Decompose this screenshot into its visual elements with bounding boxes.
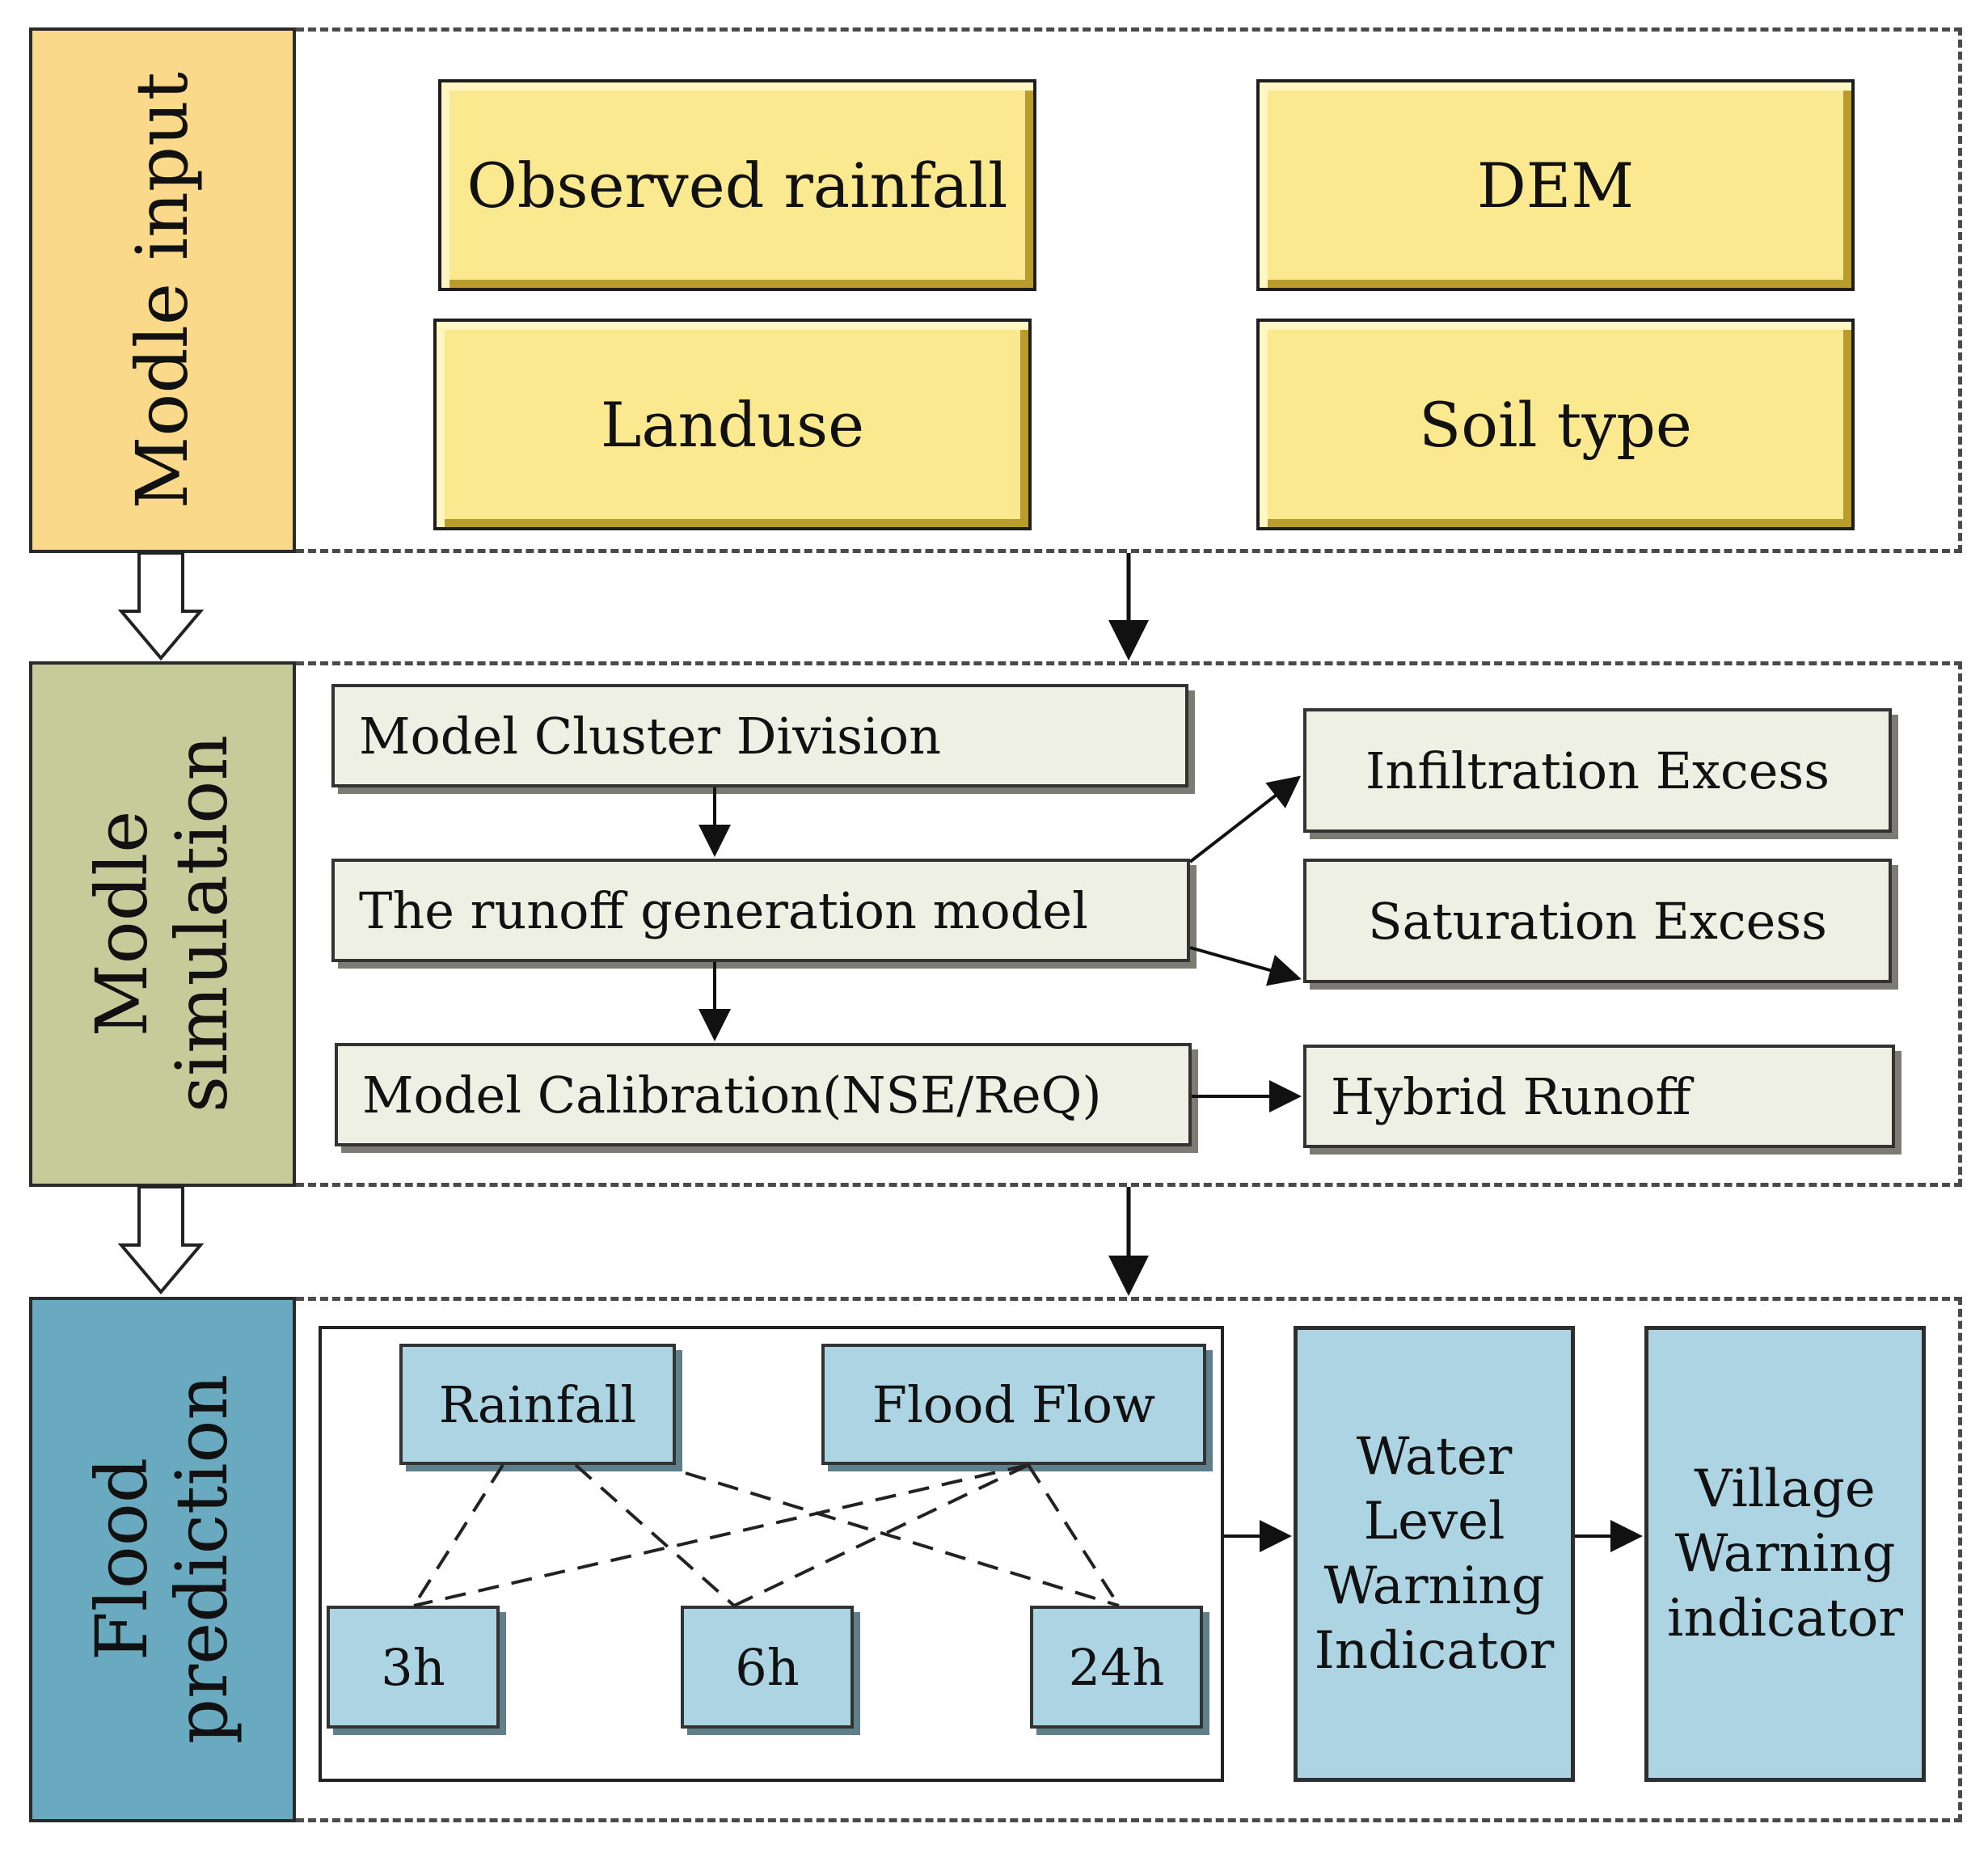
simulation-section-frame xyxy=(296,661,1962,1187)
section-label-flood-prediction: Flood prediction xyxy=(29,1297,296,1822)
section-label-model-input: Modle input xyxy=(29,27,296,553)
flood-flow-label: Flood Flow xyxy=(872,1374,1156,1434)
soil-type-label: Soil type xyxy=(1419,388,1692,461)
input-section-frame xyxy=(296,27,1962,553)
dashed-flood-to-24h xyxy=(1027,1463,1121,1607)
dem-box: DEM xyxy=(1256,79,1855,291)
lead-time-3h-label: 3h xyxy=(381,1637,445,1697)
landuse-label: Landuse xyxy=(600,388,865,461)
dashed-flood-to-6h xyxy=(733,1463,1029,1607)
infiltration-excess-box: Infiltration Excess xyxy=(1303,708,1892,833)
calibration-box: Model Calibration(NSE/ReQ) xyxy=(335,1043,1192,1146)
cluster-division-box: Model Cluster Division xyxy=(331,684,1188,787)
saturation-excess-label: Saturation Excess xyxy=(1368,891,1827,951)
village-warning-indicator-box: Village Warning indicator xyxy=(1644,1326,1926,1782)
water-level-warning-indicator-box: Water Level Warning Indicator xyxy=(1294,1326,1575,1782)
lead-time-3h-box: 3h xyxy=(327,1606,500,1729)
dem-label: DEM xyxy=(1476,149,1635,222)
rainfall-box: Rainfall xyxy=(399,1344,676,1465)
section-label-model-simulation: Modle simulation xyxy=(29,661,296,1187)
lead-time-6h-box: 6h xyxy=(681,1606,854,1729)
observed-rainfall-label: Observed rainfall xyxy=(466,149,1008,222)
rainfall-label: Rainfall xyxy=(438,1374,637,1434)
infiltration-excess-label: Infiltration Excess xyxy=(1365,741,1830,800)
calibration-label: Model Calibration(NSE/ReQ) xyxy=(362,1065,1102,1125)
runoff-model-label: The runoff generation model xyxy=(359,880,1088,940)
dashed-flood-to-3h xyxy=(413,1463,1029,1607)
landuse-box: Landuse xyxy=(433,319,1032,530)
observed-rainfall-box: Observed rainfall xyxy=(438,79,1036,291)
lead-time-6h-label: 6h xyxy=(735,1637,800,1697)
arrow-runoff-to-saturation xyxy=(1189,946,1302,986)
dashed-rainfall-to-24h xyxy=(685,1471,1120,1607)
runoff-model-box: The runoff generation model xyxy=(331,859,1190,962)
cluster-division-label: Model Cluster Division xyxy=(359,706,941,766)
arrow-runoff-to-infiltration xyxy=(1188,775,1302,863)
lead-time-24h-label: 24h xyxy=(1068,1637,1165,1697)
dashed-rainfall-to-3h xyxy=(412,1463,504,1607)
prediction-section-frame xyxy=(296,1297,1962,1822)
section-arrow-simulation-to-prediction xyxy=(117,1185,205,1295)
hybrid-runoff-box: Hybrid Runoff xyxy=(1303,1045,1895,1148)
soil-type-box: Soil type xyxy=(1256,319,1855,530)
dashed-rainfall-to-6h xyxy=(574,1463,736,1607)
saturation-excess-box: Saturation Excess xyxy=(1303,859,1892,983)
section-arrow-input-to-simulation xyxy=(117,551,205,661)
hybrid-runoff-label: Hybrid Runoff xyxy=(1331,1066,1691,1126)
flood-flow-box: Flood Flow xyxy=(821,1344,1206,1465)
lead-time-24h-box: 24h xyxy=(1030,1606,1203,1729)
